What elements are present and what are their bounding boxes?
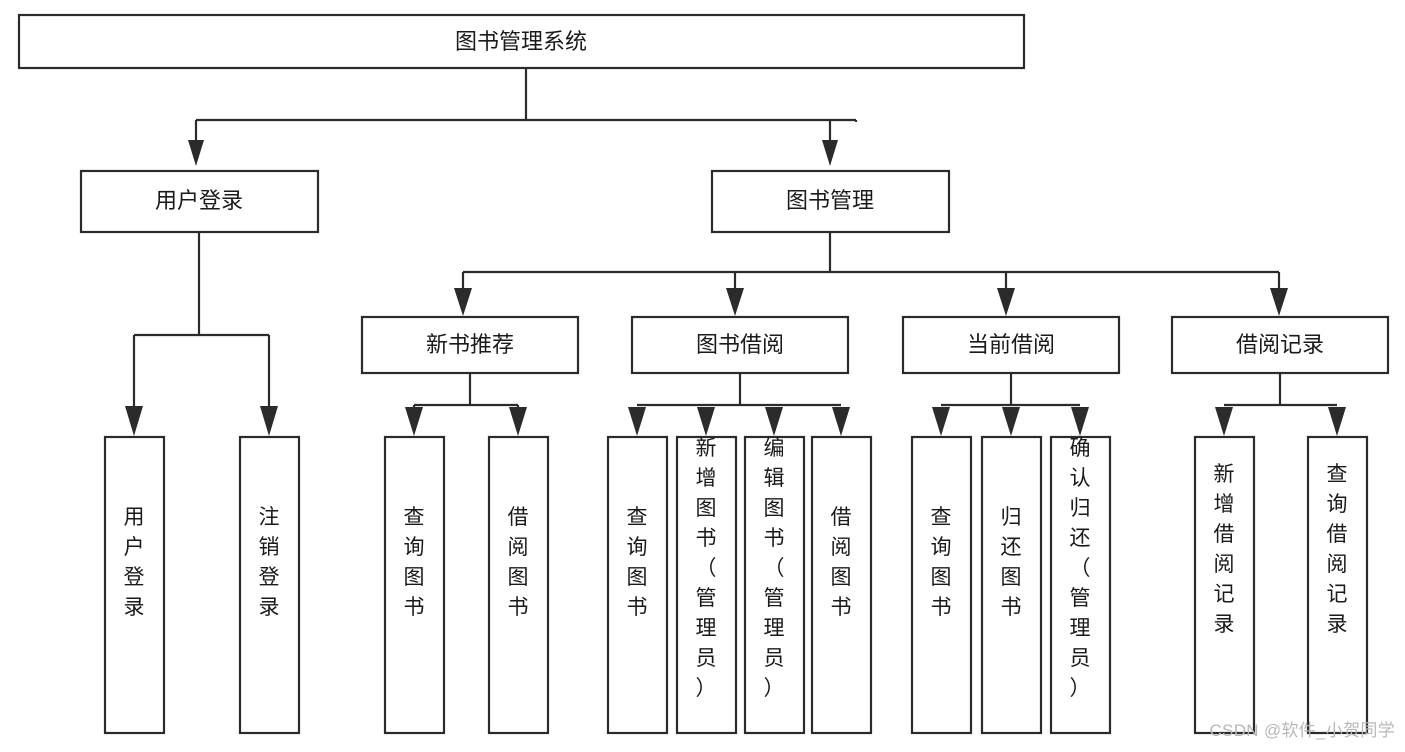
- leaf-label: 借阅图书: [831, 506, 852, 619]
- node-book-borrow[interactable]: 图书借阅: [630, 315, 850, 375]
- leaf-label: 用户登录: [124, 506, 145, 619]
- arrowhead-currentborrow-leaf-1: [932, 407, 950, 436]
- leaf-borrow-query-book[interactable]: 查询图书: [606, 435, 669, 735]
- book-management-box: [710, 169, 951, 234]
- leaf-box: [383, 435, 446, 735]
- leaf-label: 编辑图书（管理员）: [764, 437, 785, 700]
- leaf-label: 注销登录: [259, 506, 280, 619]
- arrowhead-root-to-book-mgmt: [822, 140, 838, 166]
- leaf-label: 确认归还（管理员）: [1070, 437, 1091, 700]
- new-book-recommend-label: 新书推荐: [426, 332, 514, 357]
- arrowhead-bookmgmt-child-2: [726, 288, 744, 316]
- node-book-management[interactable]: 图书管理: [710, 169, 951, 234]
- current-borrow-box: [901, 315, 1121, 375]
- node-current-borrow[interactable]: 当前借阅: [901, 315, 1121, 375]
- arrowhead-newbook-leaf-1: [405, 407, 423, 436]
- leaf-box: [675, 435, 738, 735]
- book-borrow-box: [630, 315, 850, 375]
- root-label: 图书管理系统: [455, 29, 587, 54]
- leaf-label: 借阅图书: [508, 506, 529, 619]
- arrowhead-borrowbook-leaf-1: [628, 407, 646, 436]
- leaf-label: 新增图书（管理员）: [696, 437, 717, 700]
- arrowhead-userlogin-leaf-2: [260, 406, 278, 436]
- book-management-label: 图书管理: [786, 188, 874, 213]
- leaf-box: [1049, 435, 1112, 735]
- leaf-borrow-edit-book-admin[interactable]: 编辑图书（管理员）: [743, 435, 806, 735]
- leaf-box: [606, 435, 669, 735]
- user-login-label: 用户登录: [155, 188, 243, 213]
- leaf-label: 查询图书: [931, 506, 952, 619]
- arrowhead-borrowrecord-leaf-2: [1328, 407, 1346, 436]
- leaf-box: [103, 435, 166, 735]
- node-user-login[interactable]: 用户登录: [79, 169, 320, 234]
- arrowhead-borrowbook-leaf-4: [832, 407, 850, 436]
- root-box: [17, 13, 1026, 70]
- arrowhead-bookmgmt-child-3: [997, 288, 1015, 316]
- borrow-record-box: [1170, 315, 1390, 375]
- leaf-label: 归还图书: [1001, 506, 1022, 619]
- leaf-borrow-add-book-admin[interactable]: 新增图书（管理员）: [675, 435, 738, 735]
- leaf-user-login-login[interactable]: 用户登录: [103, 435, 166, 735]
- leaf-box: [743, 435, 806, 735]
- node-borrow-record[interactable]: 借阅记录: [1170, 315, 1390, 375]
- arrowhead-root-to-user-login: [188, 140, 204, 166]
- leaf-record-query-record[interactable]: 查询借阅记录: [1306, 435, 1369, 735]
- leaf-current-confirm-return-admin[interactable]: 确认归还（管理员）: [1049, 435, 1112, 735]
- leaf-current-return-book[interactable]: 归还图书: [980, 435, 1043, 735]
- leaf-box: [910, 435, 973, 735]
- leaf-box: [238, 435, 301, 735]
- leaf-label: 查询借阅记录: [1327, 463, 1348, 636]
- leaf-newbook-borrow-book[interactable]: 借阅图书: [487, 435, 550, 735]
- leaf-box: [810, 435, 873, 735]
- leaf-user-login-logout[interactable]: 注销登录: [238, 435, 301, 735]
- current-borrow-label: 当前借阅: [967, 332, 1055, 357]
- arrowhead-userlogin-leaf-1: [125, 406, 143, 436]
- csdn-watermark: CSDN @软件_小贺同学: [1209, 721, 1395, 740]
- user-login-box: [79, 169, 320, 234]
- leaf-label: 新增借阅记录: [1214, 463, 1235, 636]
- leaf-current-query-book[interactable]: 查询图书: [910, 435, 973, 735]
- leaf-box: [487, 435, 550, 735]
- leaf-newbook-query-book[interactable]: 查询图书: [383, 435, 446, 735]
- leaf-borrow-borrow-book[interactable]: 借阅图书: [810, 435, 873, 735]
- leaf-label: 查询图书: [404, 506, 425, 619]
- leaf-record-add-record[interactable]: 新增借阅记录: [1193, 435, 1256, 735]
- leaf-box: [1306, 435, 1369, 735]
- node-new-book-recommend[interactable]: 新书推荐: [360, 315, 580, 375]
- borrow-record-label: 借阅记录: [1236, 332, 1324, 357]
- arrowhead-borrowbook-leaf-2: [697, 407, 715, 436]
- node-root-book-management-system[interactable]: 图书管理系统: [17, 13, 1026, 70]
- arrowhead-currentborrow-leaf-2: [1002, 407, 1020, 436]
- arrowhead-borrowbook-leaf-3: [765, 407, 783, 436]
- book-borrow-label: 图书借阅: [696, 332, 784, 357]
- arrowhead-newbook-leaf-2: [509, 407, 527, 436]
- leaf-box: [980, 435, 1043, 735]
- connector-layer: [125, 68, 1346, 436]
- arrowhead-bookmgmt-child-1: [454, 288, 472, 316]
- arrowhead-currentborrow-leaf-3: [1071, 407, 1089, 436]
- leaf-label: 查询图书: [627, 506, 648, 619]
- arrowhead-bookmgmt-child-4: [1270, 288, 1288, 316]
- leaf-box: [1193, 435, 1256, 735]
- arrowhead-borrowrecord-leaf-1: [1215, 407, 1233, 436]
- new-book-recommend-box: [360, 315, 580, 375]
